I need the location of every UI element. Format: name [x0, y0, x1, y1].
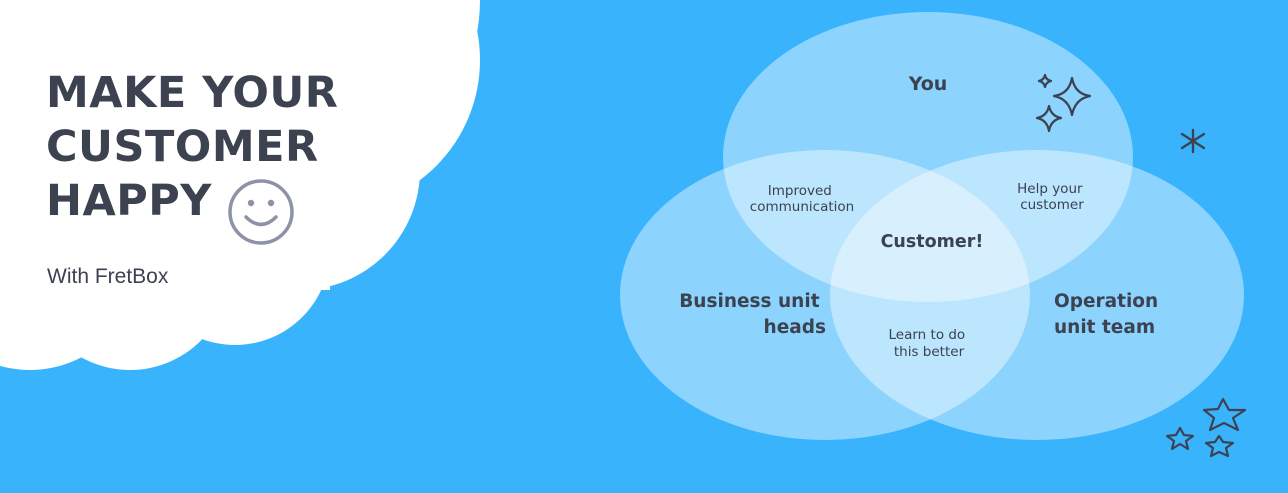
label-improved-communication: Improved communication [750, 183, 854, 215]
headline-line-2: CUSTOMER [46, 122, 319, 172]
venn-circles [620, 12, 1244, 440]
headline: MAKE YOUR CUSTOMER HAPPY [46, 66, 338, 228]
label-operation-unit-team-line-2: unit team [1054, 317, 1155, 338]
circle-you [723, 12, 1133, 302]
subtitle: With FretBox [47, 265, 169, 288]
label-learn-to-do-this-better-line-1: Learn to do [889, 327, 966, 343]
circle-business-unit-heads [620, 150, 1030, 440]
headline-line-3: HAPPY [46, 176, 212, 226]
label-help-your-customer-line-2: customer [1020, 197, 1084, 213]
label-customer-center: Customer! [881, 232, 984, 252]
label-you: You [908, 73, 948, 95]
label-help-your-customer-line-1: Help your [1017, 181, 1083, 197]
label-improved-communication-line-1: Improved [768, 183, 832, 199]
label-learn-to-do-this-better-line-2: this better [894, 344, 965, 360]
label-operation-unit-team-line-1: Operation [1054, 291, 1158, 312]
label-business-unit-heads-line-1: Business unit [679, 291, 819, 312]
label-operation-unit-team: Operation unit team [1054, 291, 1165, 338]
headline-line-1: MAKE YOUR [46, 68, 339, 118]
label-business-unit-heads-line-2: heads [764, 317, 826, 338]
smiley-face-icon [228, 179, 294, 245]
label-learn-to-do-this-better: Learn to do this better [889, 327, 970, 360]
label-improved-communication-line-2: communication [750, 199, 854, 215]
circle-operation-unit-team [830, 150, 1244, 440]
label-business-unit-heads: Business unit heads [679, 291, 826, 338]
cloud-shape [0, 0, 480, 370]
label-help-your-customer: Help your customer [1017, 181, 1087, 213]
